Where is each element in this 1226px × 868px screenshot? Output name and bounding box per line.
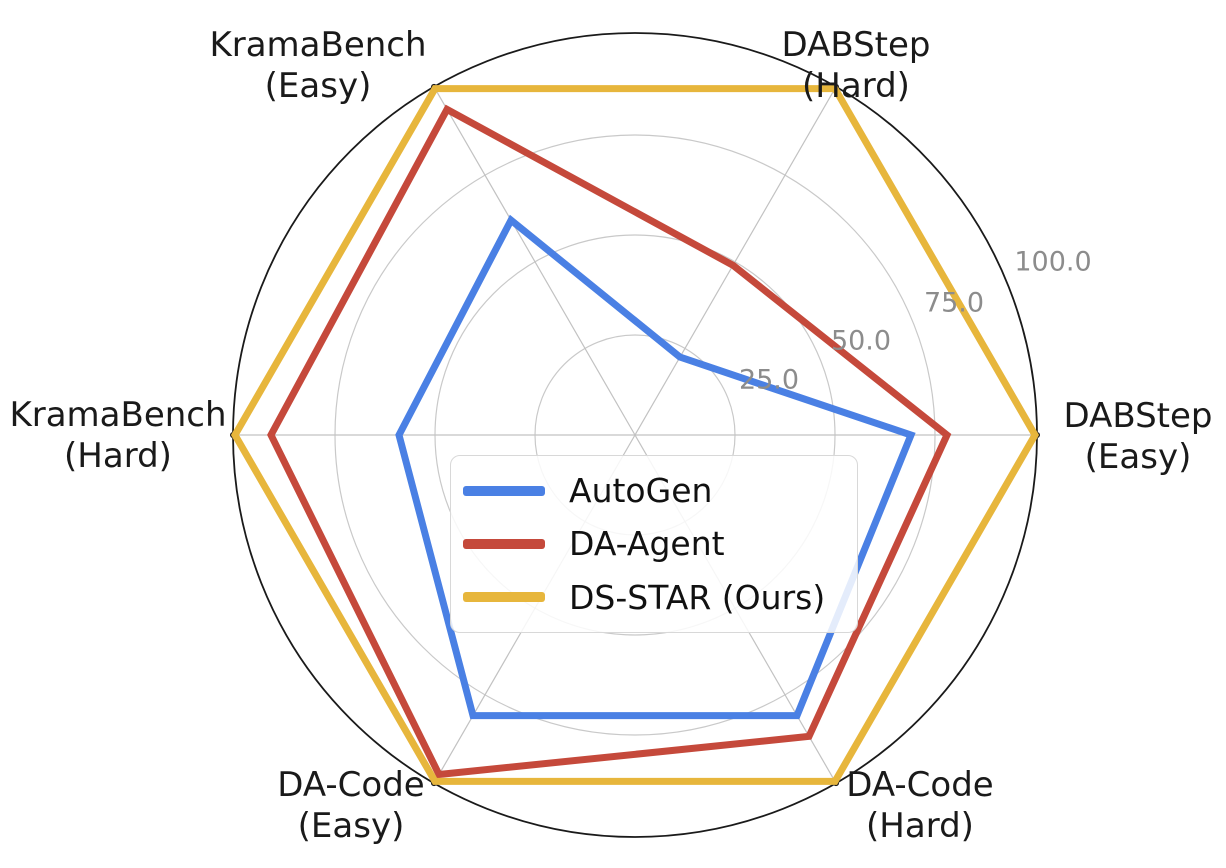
radar-series-ds-star-ours- [230,85,1040,785]
axis-label-dabstep-hard: DABStep (Hard) [781,25,931,106]
radar-series-da-agent [267,104,952,779]
axis-label-da-code-hard: DA-Code (Hard) [846,765,994,846]
radial-tick-75: 75.0 [923,287,985,319]
legend-item-autogen: AutoGen [463,464,857,517]
spoke-dabstep-hard [634,86,837,436]
legend-label-ds-star: DS-STAR (Ours) [569,577,826,617]
legend-item-da-agent: DA-Agent [463,517,857,570]
legend: AutoGen DA-Agent DS-STAR (Ours) [450,455,858,633]
radial-tick-100: 100.0 [1014,246,1092,278]
radial-tick-25: 25.0 [738,364,800,396]
axis-label-kramabench-hard: KramaBench (Hard) [9,395,227,476]
legend-item-ds-star: DS-STAR (Ours) [463,571,857,624]
radar-series-autogen [395,214,916,720]
legend-label-autogen: AutoGen [569,471,713,511]
legend-swatch-autogen [463,485,545,496]
axis-label-dabstep-easy: DABStep (Easy) [1063,396,1213,477]
radial-tick-50: 50.0 [830,325,892,357]
axis-label-kramabench-easy: KramaBench (Easy) [209,25,427,106]
legend-label-da-agent: DA-Agent [569,524,725,564]
legend-swatch-da-agent [463,538,545,549]
legend-swatch-ds-star [463,592,545,603]
spoke-kramabench-easy [433,86,636,436]
axis-label-da-code-easy: DA-Code (Easy) [277,765,425,846]
